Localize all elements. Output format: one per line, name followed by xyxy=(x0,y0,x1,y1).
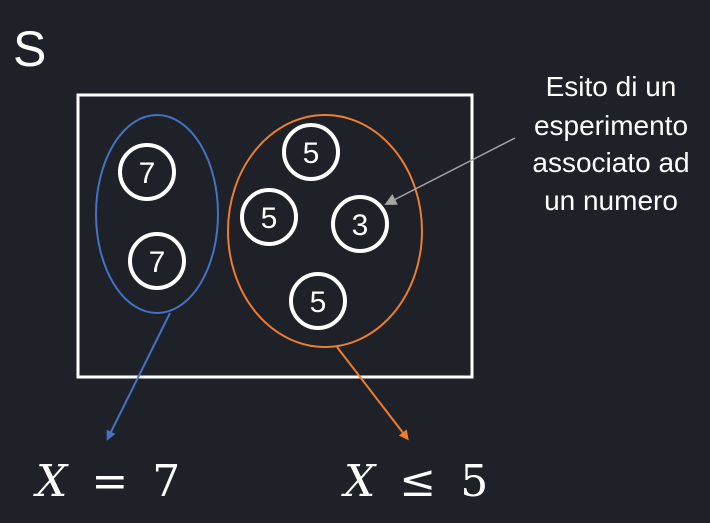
outcome-node: 3 xyxy=(331,195,389,253)
outcome-node: 7 xyxy=(118,143,176,201)
outcome-value: 7 xyxy=(149,246,166,279)
outcome-value: 3 xyxy=(352,209,369,242)
annotation-line: associato ad xyxy=(532,147,689,178)
outcome-value: 5 xyxy=(303,137,320,170)
outcome-value: 5 xyxy=(261,202,278,235)
annotation-text: Esito di un esperimento associato ad un … xyxy=(532,71,689,216)
annotation-line: un numero xyxy=(544,185,678,216)
event-value: 7 xyxy=(152,456,180,507)
set-label: S xyxy=(13,21,46,77)
event-arrow-x-leq-5 xyxy=(336,346,409,441)
event-ellipse-x-equals-7 xyxy=(95,114,219,314)
event-value: 5 xyxy=(460,456,488,507)
event-label-x-leq-5: X ≤ 5 xyxy=(341,456,488,507)
annotation-line: esperimento xyxy=(534,110,688,141)
outcome-value: 7 xyxy=(139,157,156,190)
outcome-node: 7 xyxy=(128,232,186,290)
annotation-line: Esito di un xyxy=(546,71,677,102)
outcome-node: 5 xyxy=(240,188,298,246)
event-operator: = xyxy=(91,456,128,507)
outcome-node: 5 xyxy=(282,123,340,181)
sample-space-box xyxy=(76,93,474,379)
event-ellipse-x-leq-5 xyxy=(227,114,423,348)
event-operator: ≤ xyxy=(399,456,436,507)
event-variable: X xyxy=(341,456,377,507)
event-label-x-equals-7: X = 7 xyxy=(33,456,180,507)
event-variable: X xyxy=(33,456,69,507)
annotation-arrow xyxy=(384,137,516,205)
event-arrow-x-equals-7 xyxy=(106,312,171,441)
outcome-value: 5 xyxy=(310,286,327,319)
outcome-node: 5 xyxy=(289,272,347,330)
